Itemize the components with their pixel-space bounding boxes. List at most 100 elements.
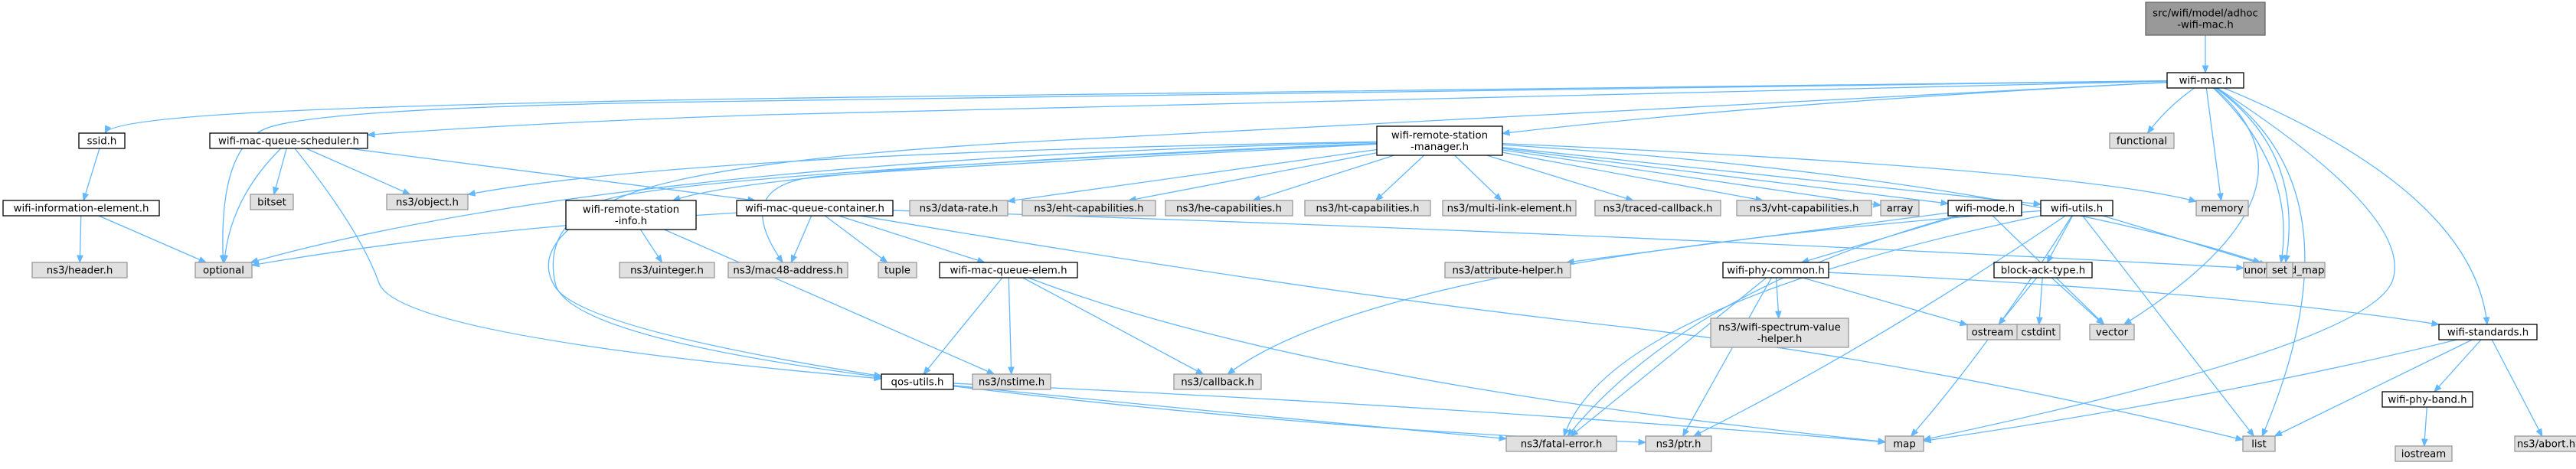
node-ssid[interactable]: ssid.h [78,132,126,149]
node-wifiinfo[interactable]: wifi-information-element.h [2,200,160,217]
edge-queuecontainer-to-unorderedmap [892,210,2245,271]
edge-remoteinfo-to-uinteger [639,229,663,264]
node-label: ns3/ptr.h [1656,439,1702,451]
node-label: wifi-remote-station [583,204,679,216]
node-label: ssid.h [87,136,117,148]
node-label: cstdint [2021,327,2055,339]
node-ostream: ostream [1966,324,2019,340]
node-label: wifi-mac-queue-container.h [745,204,884,215]
node-tuple: tuple [878,262,917,278]
edge-phycommon-to-spectrum [1774,277,1782,320]
node-label: array [1887,204,1914,215]
node-label: ns3/callback.h [1181,377,1254,389]
dependency-edges [77,35,2543,448]
node-phycommon[interactable]: wifi-phy-common.h [1722,262,1829,278]
node-label: ns3/uinteger.h [630,265,704,277]
edge-queuecontainer-to-list [859,215,2244,441]
node-label: wifi-information-element.h [14,204,149,215]
node-label: set [2272,265,2287,277]
node-spectrum: ns3/wifi-spectrum-value-helper.h [1710,318,1849,348]
edge-phyband-to-iostream [2421,406,2428,448]
node-optional: optional [195,262,253,278]
node-queueelem[interactable]: wifi-mac-queue-elem.h [939,262,1078,278]
node-object: ns3/object.h [386,194,469,210]
edge-queuecontainer-to-tuple [824,215,888,263]
node-map: map [1885,435,1924,452]
edge-wifimac-to-unorderedmap [2215,87,2290,264]
edge-queueelem-to-callback [1022,277,1205,375]
node-queuesched[interactable]: wifi-mac-queue-scheduler.h [209,132,368,149]
edge-wifiinfo-to-optional [98,215,208,263]
node-label: wifi-mode.h [1955,204,2015,215]
node-remoteinfo[interactable]: wifi-remote-station-info.h [565,200,697,230]
edge-remotemgr-to-array [1502,149,1882,208]
edge-qosutils-to-map [953,383,1887,445]
edge-wifimac-to-remotemgr [1501,81,2168,136]
node-qosutils[interactable]: qos-utils.h [881,373,954,390]
node-multilink: ns3/multi-link-element.h [1442,200,1577,217]
edge-queuesched-to-bitset [273,148,287,196]
node-vector: vector [2089,324,2135,340]
node-label: ns3/mac48-address.h [733,265,842,277]
node-root[interactable]: src/wifi/model/adhoc-wifi-mac.h [2145,2,2266,36]
node-remotemgr[interactable]: wifi-remote-station-manager.h [1376,125,1503,156]
node-wifimac[interactable]: wifi-mac.h [2166,72,2244,89]
node-label: functional [2117,136,2167,148]
edge-wifimac-to-standards [2223,87,2490,326]
edge-queuecontainer-to-mac48 [790,215,812,264]
edge-standards-to-abort [2491,339,2543,438]
node-array: array [1880,200,1920,217]
node-nstime: ns3/nstime.h [972,373,1051,390]
edge-wifimac-to-ssid [104,80,2168,135]
edge-wifimac-to-queuesched [366,80,2168,138]
edge-queueelem-to-map [1028,277,1887,445]
node-blockack[interactable]: block-ack-type.h [1993,262,2093,278]
node-label: qos-utils.h [891,377,944,389]
node-label: vector [2096,327,2129,339]
node-label: -info.h [615,216,647,227]
edge-remoteinfo-to-nstime [664,229,995,375]
edge-remotemgr-to-qosutils [552,143,1378,380]
node-label: ns3/wifi-spectrum-value [1718,322,1841,334]
node-header: ns3/header.h [31,262,128,278]
edge-wifiinfo-to-header [77,215,83,264]
node-label: wifi-remote-station [1391,130,1488,142]
node-queuecontainer[interactable]: wifi-mac-queue-container.h [736,200,894,217]
node-label: ns3/nstime.h [979,377,1044,389]
edge-phycommon-to-fatal [1570,277,1767,437]
node-htcap: ns3/ht-capabilities.h [1304,200,1431,217]
node-label: wifi-standards.h [2447,327,2529,339]
node-standards[interactable]: wifi-standards.h [2438,324,2538,340]
node-phyband[interactable]: wifi-phy-band.h [2381,391,2473,408]
edge-wifimac-to-memory [2205,87,2224,202]
edge-queuecontainer-to-queueelem [839,215,986,264]
edge-wifiutils-to-list [2082,215,2255,438]
node-label: wifi-mac.h [2179,76,2232,87]
node-label: block-ack-type.h [2001,265,2085,277]
node-label: ns3/object.h [396,197,459,209]
node-uinteger: ns3/uinteger.h [619,262,715,278]
node-label: wifi-phy-band.h [2388,395,2466,406]
edge-blockack-to-ostream [1998,277,2038,326]
node-wifiutils[interactable]: wifi-utils.h [2040,200,2113,217]
edge-queuesched-to-object [306,148,411,195]
node-set: set [2266,262,2293,278]
edge-qosutils-to-fatal [953,385,1508,441]
node-wifimode[interactable]: wifi-mode.h [1947,200,2022,217]
node-label: map [1893,439,1916,451]
node-memory: memory [2195,200,2249,217]
edge-wifiutils-to-set [2102,215,2268,267]
edge-remotemgr-to-ehtcap [1127,152,1378,203]
edge-remotemgr-to-htcap [1375,155,1425,201]
edge-remotemgr-to-hecap [1251,155,1394,202]
edge-remotemgr-to-optional [250,142,1378,264]
node-functional: functional [2109,132,2175,149]
edge-queueelem-to-nstime [1008,277,1015,376]
edge-phycommon-to-ptr [1682,277,1772,438]
node-label: -helper.h [1757,334,1803,345]
edge-remotemgr-to-datarate [1006,148,1378,204]
edge-wifimac-to-qosutils [548,81,2168,379]
node-label: bitset [257,197,286,209]
node-label: wifi-utils.h [2051,204,2103,215]
